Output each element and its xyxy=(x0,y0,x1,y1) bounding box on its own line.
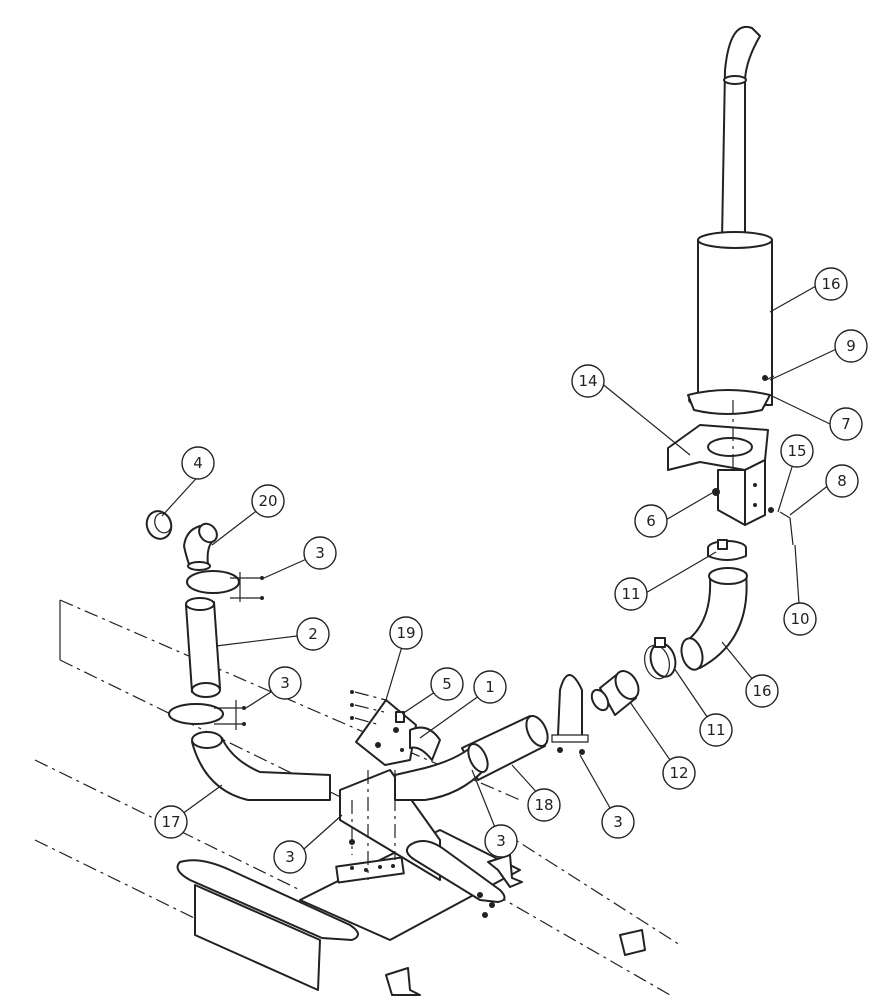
callout-3-crossmember: 3 xyxy=(273,840,307,874)
callout-11-upper: 11 xyxy=(614,577,648,611)
muffler-stack xyxy=(687,25,773,415)
callout-1: 1 xyxy=(473,670,507,704)
cross-member xyxy=(176,769,646,996)
reducer-12 xyxy=(590,670,640,716)
callout-label-3-upper-left: 3 xyxy=(315,544,325,562)
callout-15: 16 xyxy=(745,674,779,708)
callout-label-8: 8 xyxy=(837,472,847,490)
callout-16: 16 xyxy=(814,267,848,301)
vertical-pipe-2 xyxy=(185,597,221,698)
callout-13: 14 xyxy=(571,364,605,398)
elbow-pipe-15 xyxy=(680,567,748,671)
band-clamp-upper xyxy=(707,539,747,561)
callout-label-13: 14 xyxy=(578,372,597,390)
callout-label-3-lower-left: 3 xyxy=(280,674,290,692)
callout-label-10: 10 xyxy=(790,610,809,628)
callout-5: 5 xyxy=(430,667,464,701)
callout-3-lower-left: 3 xyxy=(268,666,302,700)
callout-17: 17 xyxy=(154,805,188,839)
muffler-bracket xyxy=(667,375,769,526)
callout-18: 18 xyxy=(527,788,561,822)
callout-7: 7 xyxy=(829,407,863,441)
callout-14: 15 xyxy=(780,434,814,468)
callout-12: 12 xyxy=(662,756,696,790)
callout-3-right: 3 xyxy=(601,805,635,839)
callout-20: 20 xyxy=(251,484,285,518)
callout-label-18: 18 xyxy=(534,796,553,814)
callout-label-11-lower: 11 xyxy=(706,721,725,739)
tee-pipe-17 xyxy=(191,731,489,801)
callout-label-16: 16 xyxy=(821,275,840,293)
callout-label-11-upper: 11 xyxy=(621,585,640,603)
callout-8: 8 xyxy=(825,464,859,498)
callout-label-15: 16 xyxy=(752,682,771,700)
callout-6: 6 xyxy=(634,504,668,538)
callout-label-1: 1 xyxy=(485,678,495,696)
callout-label-12: 12 xyxy=(669,764,688,782)
callout-label-4: 4 xyxy=(193,454,203,472)
callout-label-20: 20 xyxy=(258,492,277,510)
callout-11-lower: 11 xyxy=(699,713,733,747)
elbow-20 xyxy=(183,522,218,571)
callout-label-14: 15 xyxy=(787,442,806,460)
callout-label-5: 5 xyxy=(442,675,452,693)
callout-3-center: 3 xyxy=(484,824,518,858)
callout-label-3-crossmember: 3 xyxy=(285,848,295,866)
callout-label-9: 9 xyxy=(846,337,856,355)
callout-3-upper-left: 3 xyxy=(303,536,337,570)
callout-10: 10 xyxy=(783,602,817,636)
callout-label-2: 2 xyxy=(308,625,318,643)
bracket-hardware xyxy=(712,375,794,546)
callout-label-3-center: 3 xyxy=(496,832,506,850)
u-bolt-clamp-lower-left xyxy=(168,700,246,730)
callout-19: 19 xyxy=(389,616,423,650)
callout-label-17: 17 xyxy=(161,813,180,831)
u-bolt-clamp-upper-left xyxy=(186,570,264,602)
u-bolt-clamp-right xyxy=(551,674,589,755)
callout-label-6: 6 xyxy=(646,512,656,530)
callout-label-19: 19 xyxy=(396,624,415,642)
callout-label-3-right: 3 xyxy=(613,813,623,831)
rain-cap-4 xyxy=(145,510,173,540)
callout-2: 2 xyxy=(296,617,330,651)
callout-9: 9 xyxy=(834,329,868,363)
hanger-bracket xyxy=(349,690,441,880)
band-clamp-lower xyxy=(644,637,677,680)
callout-4: 4 xyxy=(181,446,215,480)
callout-label-7: 7 xyxy=(841,415,851,433)
